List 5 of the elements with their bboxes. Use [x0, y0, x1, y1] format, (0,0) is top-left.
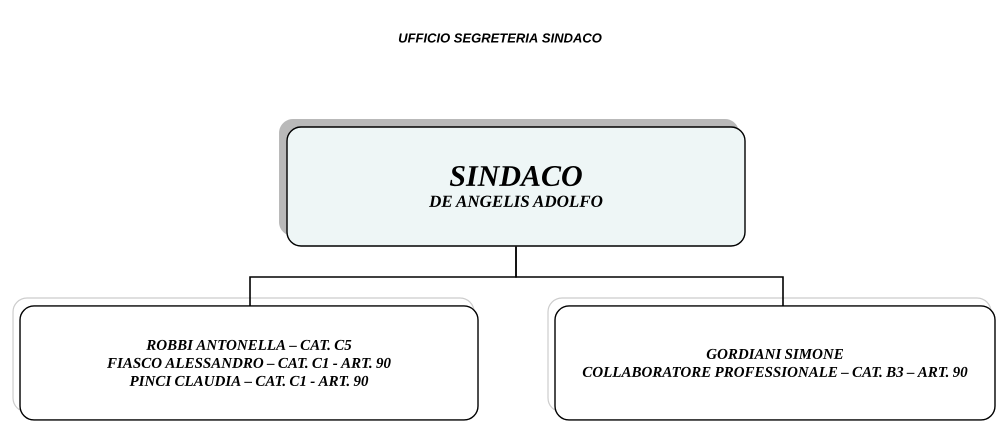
- connector-line: [515, 246, 784, 306]
- org-box: SINDACO DE ANGELIS ADOLFO: [279, 119, 746, 247]
- org-box: GORDIANI SIMONE COLLABORATORE PROFESSIONALE – CAT. B3 – ART. 90: [547, 297, 996, 421]
- org-box: ROBBI ANTONELLA – CAT. C5 FIASCO ALESSANDRO – CAT. C1 - ART. 90 PINCI CLAUDIA – CAT. C1 - ART. 90: [12, 297, 479, 421]
- title: UFFICIO SEGRETERIA SINDACO: [398, 33, 602, 43]
